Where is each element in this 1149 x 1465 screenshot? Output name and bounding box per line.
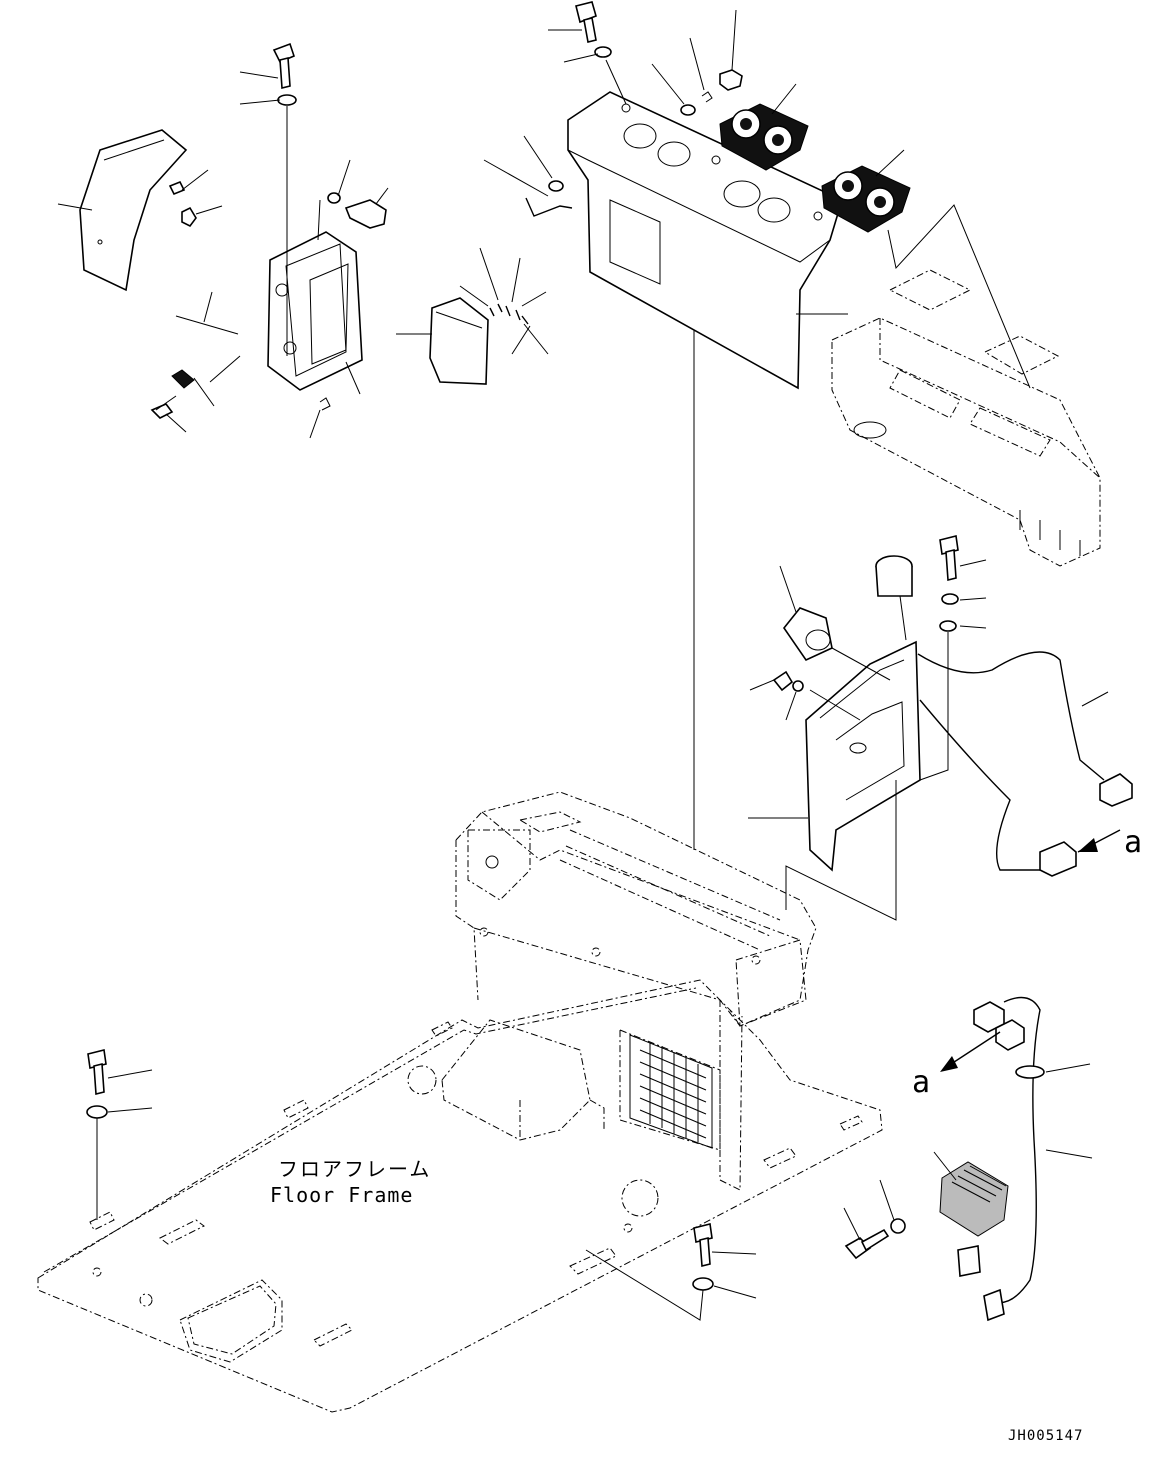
clip-icon [772,670,794,692]
drawing-number: JH005147 [1008,1428,1083,1444]
bolt-icon [87,1049,107,1096]
socket-bracket [805,640,921,872]
washer-icon [941,593,959,605]
connector-icon [1039,841,1077,877]
clip-icon [319,397,331,411]
connector-icon [957,1245,981,1277]
ref-label-a-lower: a [912,1065,930,1100]
connector-icon [983,1288,1005,1322]
ref-arrow-lower [940,1031,1001,1072]
socket-icon [875,555,913,641]
bolt-icon [575,1,597,43]
clip-part [171,369,195,389]
socket-icon [783,607,891,681]
nut-icon [719,69,743,91]
floor-frame-label-jp: フロアフレーム [278,1157,431,1181]
air-duct-assembly [831,269,1101,567]
springs [489,303,529,325]
washer-icon [594,46,612,58]
speaker-left [719,103,809,171]
clip-icon [701,91,713,103]
washer-icon [890,1218,906,1234]
floor-frame [37,979,883,1413]
rod-pin [175,315,239,335]
clip-icon [181,206,197,228]
washer-icon [548,180,564,192]
bolt-icon [844,1228,890,1260]
washer-icon [277,94,297,106]
washer-icon [680,104,696,116]
connector-icon [995,1019,1025,1051]
washer-icon [86,1105,108,1119]
washer-icon [327,192,341,204]
bolt-icon [272,42,295,90]
washer-icon [692,1277,714,1291]
nut-icon [168,180,186,196]
hook-part [525,197,573,217]
speaker-leader [887,204,1031,389]
speaker-right [821,165,911,233]
bolt-icon [693,1223,713,1268]
bolt-icon [939,535,959,582]
leader-lines [57,9,1109,1321]
wiring-harness-lower [989,996,1045,1304]
rear-grille [639,1042,707,1142]
washer-icon [939,620,957,632]
bolt-icon [344,199,387,229]
wiring-harness-upper [917,651,1105,871]
air-filter-cover [429,297,489,385]
ref-label-a-upper: a [1124,825,1142,860]
relay-icon [939,1161,1009,1237]
floor-frame-label-en: Floor Frame [270,1183,413,1207]
clip-icon [792,680,804,692]
left-bracket [267,231,363,391]
ref-arrow-upper [1077,829,1121,853]
left-side-cover [79,129,188,292]
connector-icon [1099,773,1133,807]
rear-frame-assembly [455,791,817,1191]
